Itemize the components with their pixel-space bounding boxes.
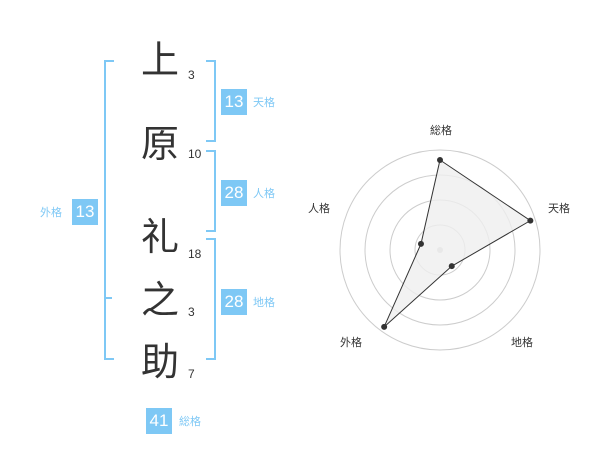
gaikaku-bracket-tick — [104, 297, 112, 299]
radar-point-4 — [381, 323, 388, 330]
name-char-2: 原 — [140, 122, 179, 166]
radar-point-5 — [417, 240, 424, 247]
gaikaku-bracket — [104, 60, 114, 360]
chikaku-label: 地格 — [253, 296, 275, 309]
soukaku-value: 41 — [146, 408, 172, 434]
jinkaku-value: 28 — [221, 180, 247, 206]
tenkaku-bracket — [206, 60, 216, 142]
tenkaku-label: 天格 — [253, 96, 275, 109]
name-char-5: 助 — [140, 340, 179, 384]
tenkaku-value: 13 — [221, 89, 247, 115]
radar-polygon — [383, 159, 532, 328]
jinkaku-label: 人格 — [253, 187, 275, 200]
chikaku-value: 28 — [221, 289, 247, 315]
gaikaku-label: 外格 — [40, 206, 62, 219]
gaikaku-value: 13 — [72, 199, 98, 225]
radar-point-2 — [527, 217, 534, 224]
radar-point-3 — [448, 263, 455, 270]
name-char-4: 之 — [140, 278, 179, 322]
axis-label-gaikaku: 外格 — [340, 335, 362, 349]
jinkaku-bracket — [206, 150, 216, 232]
axis-label-chikaku: 地格 — [511, 335, 533, 349]
radar-point-1 — [437, 157, 443, 163]
stroke-count-1: 3 — [188, 68, 195, 82]
radar-ring — [339, 149, 541, 351]
stroke-count-4: 3 — [188, 305, 195, 319]
radar-chart: 総格 天格 地格 外格 人格 — [308, 123, 570, 351]
stroke-count-2: 10 — [188, 147, 202, 161]
axis-label-jinkaku: 人格 — [308, 201, 330, 215]
name-char-1: 上 — [140, 38, 179, 82]
radar-points — [381, 157, 534, 330]
soukaku-label: 総格 — [179, 415, 201, 428]
chikaku-bracket — [206, 238, 216, 360]
stroke-count-5: 7 — [188, 367, 195, 381]
name-char-3: 礼 — [140, 215, 179, 259]
axis-label-soukaku: 総格 — [430, 123, 452, 137]
stroke-count-3: 18 — [188, 247, 202, 261]
axis-label-tenkaku: 天格 — [548, 201, 570, 215]
